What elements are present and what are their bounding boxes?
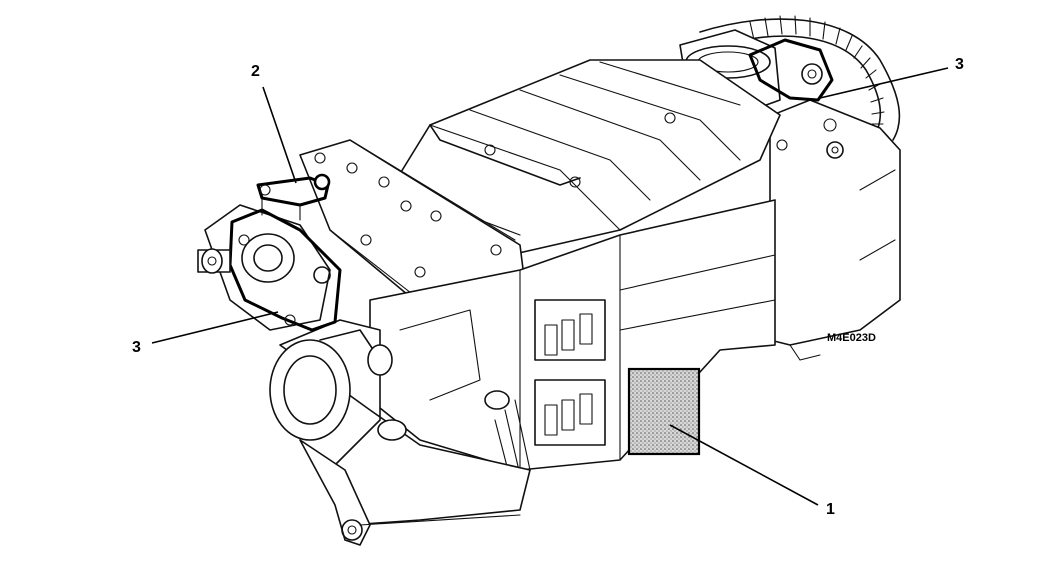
front-flange-gasket [197, 204, 342, 332]
leader-3-left [151, 311, 279, 344]
callout-3-left: 3 [132, 339, 141, 356]
front-housing-foot [269, 309, 531, 546]
leader-lines [151, 67, 949, 506]
figure-code: M4E023D [827, 332, 876, 344]
callout-2: 2 [251, 63, 260, 80]
callout-1: 1 [826, 501, 835, 518]
cable-coil [699, 15, 901, 141]
selector-cover-plate [299, 139, 526, 306]
upper-casing [389, 59, 788, 256]
leader-3-right [819, 67, 949, 99]
identification-plate [627, 367, 701, 456]
selector-lever [256, 173, 331, 221]
gearbox-illustration [197, 15, 901, 546]
leader-1 [669, 424, 819, 506]
leader-2 [262, 86, 297, 184]
callout-3-right: 3 [955, 56, 964, 73]
